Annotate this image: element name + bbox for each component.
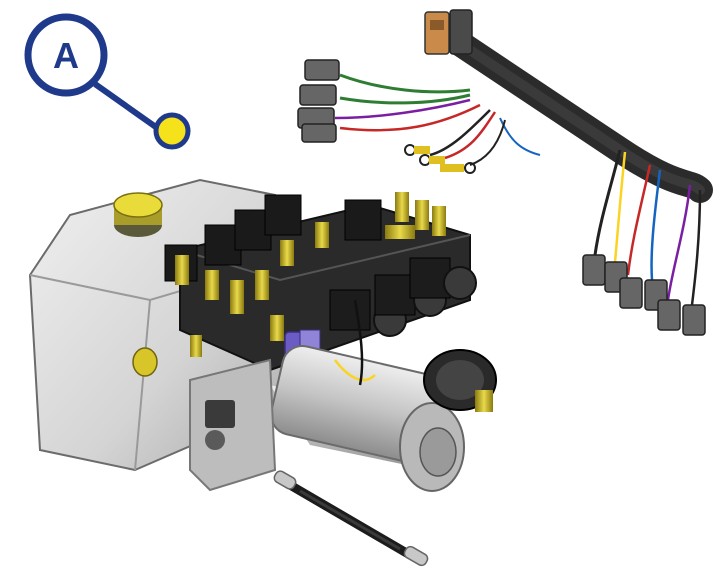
pump-base <box>189 358 277 492</box>
motor-cable <box>273 470 429 567</box>
harness-left-connectors <box>297 59 340 143</box>
callout-ring <box>24 13 108 97</box>
cable-lug-left <box>273 470 297 490</box>
filler-cap <box>113 192 163 237</box>
sight-gauge <box>132 347 158 377</box>
cable-lug-right <box>403 545 429 567</box>
harness-top-connector <box>424 9 473 55</box>
motor-starter-solenoid <box>423 349 497 412</box>
solenoid-coils <box>164 194 477 337</box>
callout-a: A <box>24 13 191 150</box>
callout-letter: A <box>53 35 79 76</box>
harness-lower-connectors <box>582 254 706 336</box>
brass-fittings <box>175 192 446 357</box>
callout-leader-line <box>93 81 162 133</box>
electric-motor <box>270 299 497 492</box>
wiring-harness <box>297 9 713 336</box>
callout-dot <box>153 112 191 150</box>
harness-ring-terminals <box>404 144 476 174</box>
valve-manifold <box>164 192 477 372</box>
